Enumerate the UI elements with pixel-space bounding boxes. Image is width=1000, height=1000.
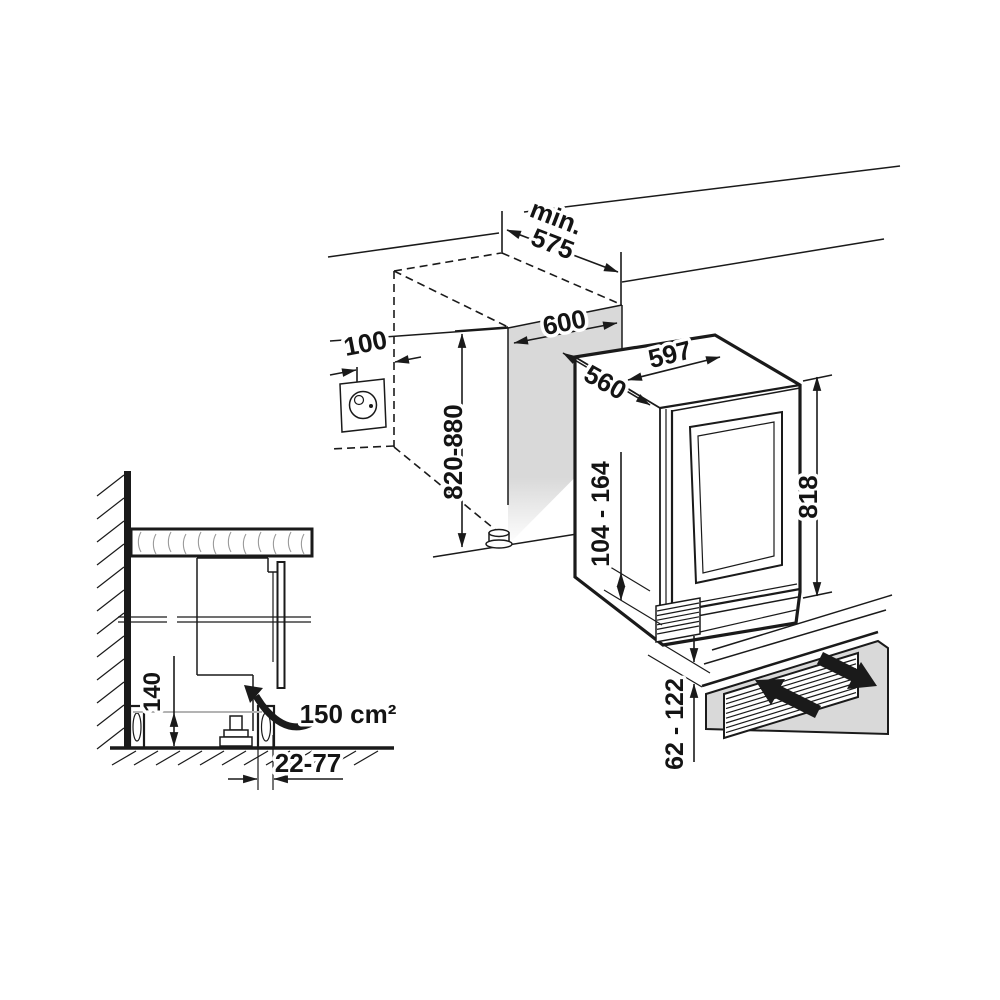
appliance (573, 333, 802, 647)
wall-section (124, 471, 131, 748)
dim-worktop-depth: min. 575 (501, 190, 622, 306)
dim-niche-height-label: 820-880 (438, 404, 468, 499)
worktop-lines (327, 165, 901, 342)
adjustable-foot-icon (485, 528, 513, 549)
adjustable-foot-section-icon (219, 715, 253, 747)
worktop-section (129, 527, 314, 558)
dim-socket-offset-label: 100 (341, 324, 389, 362)
dim-vent-plinth: 62 - 122 (647, 636, 711, 773)
appliance-vent-slats-icon (655, 583, 799, 643)
dim-plinth-recess-label: 22-77 (275, 748, 342, 778)
cross-section-view: 140 150 cm² 22-77 (96, 471, 400, 790)
door-handle-strip (659, 408, 674, 617)
dim-niche-height: 820-880 (432, 326, 578, 558)
wall-hatch (96, 474, 125, 750)
dim-appliance-plinth-label: 104 - 164 (587, 461, 615, 567)
air-in-arrow-icon (755, 679, 821, 718)
dim-floor-clearance-label: 140 (139, 672, 166, 712)
dim-vent-plinth-label: 62 - 122 (661, 678, 689, 770)
break-lines (118, 616, 311, 623)
dim-appliance-height: 818 (790, 374, 833, 599)
dim-appliance-plinth: 104 - 164 (584, 452, 663, 626)
airflow-arrow-icon (244, 685, 325, 731)
floor-hatch (111, 750, 379, 766)
niche-outline (329, 252, 621, 537)
vent-grille-detail (701, 594, 893, 740)
power-socket-icon (339, 378, 387, 433)
air-section-label: 150 cm² (300, 699, 397, 729)
dim-socket-offset: 100 (329, 321, 422, 386)
dim-appliance-height-label: 818 (793, 475, 823, 518)
dim-plinth-recess: 22-77 (228, 735, 345, 790)
air-out-arrow-icon (817, 652, 877, 689)
dim-floor-clearance: 140 (133, 656, 262, 747)
